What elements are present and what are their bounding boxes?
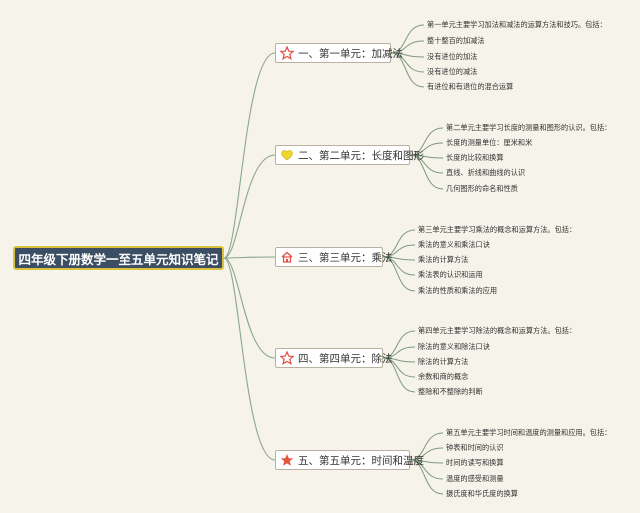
unit-4-item: 余数和商的概念: [418, 372, 469, 381]
unit-3-item: 乘法的性质和乘法的应用: [418, 286, 498, 295]
house-icon: [281, 251, 293, 263]
unit-4-leaf-5-connector: [382, 357, 416, 393]
root-title: 四年级下册数学一至五单元知识笔记: [18, 251, 219, 267]
unit-1-item: 没有进位的加法: [427, 52, 478, 61]
unit-2-item: 长度的测量单位：厘米和米: [446, 138, 533, 147]
unit-1-item: 整十整百的加减法: [427, 36, 485, 45]
unit-2-leaf-5-connector: [409, 154, 444, 190]
unit-4-title: 四、第四单元：除法: [298, 352, 393, 365]
unit-2-topic[interactable]: 二、第二单元：长度和图形: [275, 145, 424, 165]
star-filled-icon: [280, 454, 294, 466]
unit-2-item: 长度的比较和换算: [446, 153, 504, 162]
root-to-unit-4-connector: [223, 257, 276, 359]
unit-4-leaf-1-connector: [382, 330, 416, 359]
root-to-unit-2-connector: [223, 154, 276, 259]
unit-3-summary: 第三单元主要学习乘法的概念和运算方法。包括：: [418, 225, 577, 234]
unit-2-item: 几何图形的命名和性质: [446, 184, 518, 193]
unit-5-item: 摄氏度和华氏度的换算: [446, 489, 518, 498]
root-to-unit-3-connector: [223, 256, 276, 259]
unit-1-summary: 第一单元主要学习加法和减法的运算方法和技巧。包括：: [427, 20, 607, 29]
unit-3-title: 三、第三单元：乘法: [298, 251, 393, 264]
connector-lines: [223, 24, 444, 495]
unit-3-item: 乘法的计算方法: [418, 255, 469, 264]
unit-4-topic[interactable]: 四、第四单元：除法: [275, 348, 393, 368]
unit-3-item: 乘法表的认识和运用: [418, 270, 483, 279]
unit-4-item: 除法的计算方法: [418, 357, 469, 366]
root-to-unit-5-connector: [223, 257, 276, 461]
unit-3-item: 乘法的意义和乘法口诀: [418, 240, 490, 249]
unit-3-leaf-1-connector: [382, 229, 416, 258]
root-topic[interactable]: 四年级下册数学一至五单元知识笔记: [13, 246, 224, 270]
unit-1-item: 没有进位的减法: [427, 67, 478, 76]
star-outline-icon: [280, 46, 294, 60]
unit-2-item: 直线、折线和曲线的认识: [446, 168, 526, 177]
unit-1-leaf-5-connector: [390, 52, 425, 88]
unit-4-item: 整除和不整除的判断: [418, 387, 483, 396]
unit-1-leaf-1-connector: [390, 24, 425, 54]
unit-5-topic[interactable]: 五、第五单元：时间和温度: [275, 450, 424, 470]
unit-2-summary: 第二单元主要学习长度的测量和图形的认识。包括：: [446, 123, 612, 132]
unit-5-item: 温度的感受和测量: [446, 474, 504, 483]
unit-4-item: 除法的意义和除法口诀: [418, 342, 490, 351]
unit-5-leaf-5-connector: [409, 459, 444, 495]
heart-icon: [281, 150, 293, 161]
unit-5-summary: 第五单元主要学习时间和温度的测量和应用。包括：: [446, 428, 612, 437]
unit-3-leaf-5-connector: [382, 256, 416, 292]
unit-3-topic[interactable]: 三、第三单元：乘法: [275, 247, 393, 267]
unit-5-title: 五、第五单元：时间和温度: [298, 454, 424, 467]
unit-1-topic[interactable]: 一、第一单元：加减法: [275, 43, 403, 63]
star-outline-icon: [280, 351, 294, 365]
root-to-unit-1-connector: [223, 52, 276, 259]
unit-5-item: 时间的读写和换算: [446, 458, 504, 467]
unit-5-item: 钟表和时间的认识: [446, 443, 504, 452]
unit-4-summary: 第四单元主要学习除法的概念和运算方法。包括：: [418, 326, 577, 335]
unit-2-title: 二、第二单元：长度和图形: [298, 149, 424, 162]
unit-1-title: 一、第一单元：加减法: [298, 47, 403, 60]
unit-1-item: 有进位和有退位的混合运算: [427, 82, 514, 91]
